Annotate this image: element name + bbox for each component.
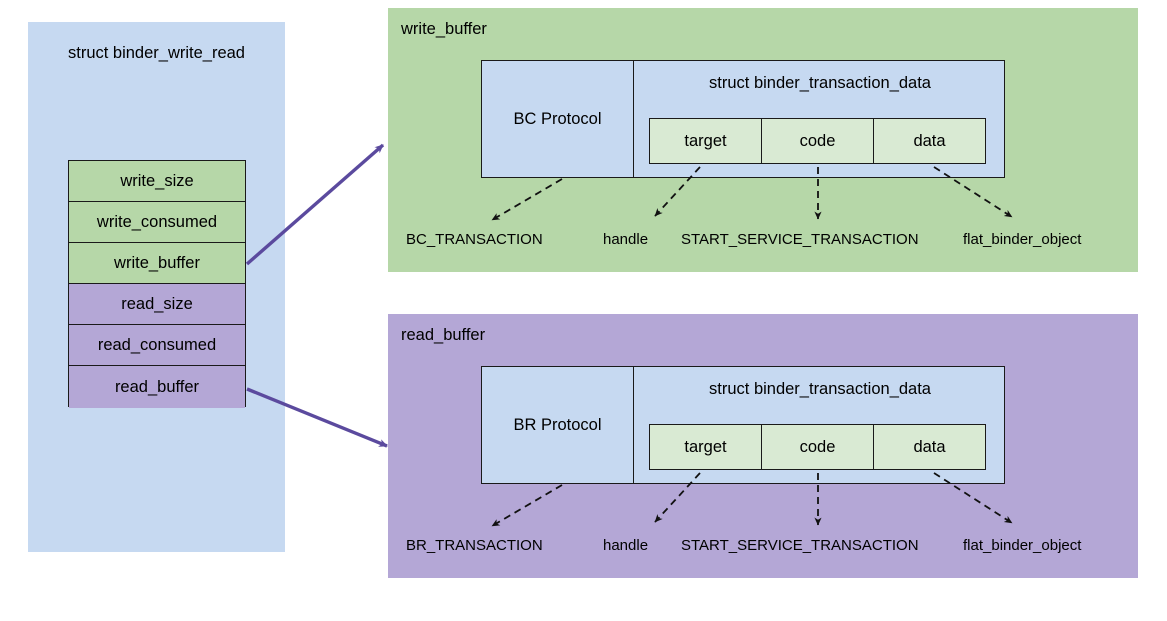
read-cell-data: data [913, 437, 946, 456]
field-row-write-consumed: write_consumed [69, 202, 245, 244]
write-transaction-data-cells: target code data [649, 118, 986, 164]
write-inner-struct-box: BC Protocol struct binder_transaction_da… [481, 60, 1005, 178]
br-protocol-cell: BR Protocol [482, 367, 634, 483]
read-transaction-data-cells: target code data [649, 424, 986, 470]
struct-panel-title: struct binder_write_read [67, 43, 245, 62]
field-row-read-buffer: read_buffer [69, 366, 245, 408]
write-buffer-label: write_buffer [401, 20, 487, 38]
bc-protocol-cell: BC Protocol [482, 61, 634, 177]
read-transaction-data-title: struct binder_transaction_data [709, 380, 931, 398]
struct-field-list: write_size write_consumed write_buffer r… [68, 160, 246, 408]
read-transaction-data-section: struct binder_transaction_data target co… [636, 367, 1004, 483]
field-row-write-size: write_size [69, 161, 245, 203]
write-buffer-panel: write_buffer BC Protocol struct binder_t… [388, 8, 1138, 272]
write-cell-code: code [762, 119, 874, 163]
read-buffer-label: read_buffer [401, 326, 486, 344]
write-annotation-data: flat_binder_object [963, 231, 1082, 248]
write-transaction-data-title: struct binder_transaction_data [709, 74, 931, 92]
field-row-read-size: read_size [69, 284, 245, 326]
write-cell-target: target [650, 119, 762, 163]
field-row-read-consumed: read_consumed [69, 325, 245, 367]
read-annotation-data: flat_binder_object [963, 537, 1082, 554]
write-annotation-target: handle [603, 231, 649, 248]
write-annotation-protocol: BC_TRANSACTION [406, 231, 543, 248]
read-inner-struct-box: BR Protocol struct binder_transaction_da… [481, 366, 1005, 484]
read-annotation-target: handle [603, 537, 649, 554]
read-buffer-panel: read_buffer BR Protocol struct binder_tr… [388, 314, 1138, 578]
field-row-write-buffer: write_buffer [69, 243, 245, 285]
write-transaction-data-section: struct binder_transaction_data target co… [636, 61, 1004, 177]
write-cell-data: data [913, 131, 946, 150]
write-annotation-code: START_SERVICE_TRANSACTION [681, 231, 919, 248]
read-annotation-code: START_SERVICE_TRANSACTION [681, 537, 919, 554]
read-cell-target: target [650, 425, 762, 469]
read-cell-code: code [762, 425, 874, 469]
read-annotation-protocol: BR_TRANSACTION [406, 537, 543, 554]
